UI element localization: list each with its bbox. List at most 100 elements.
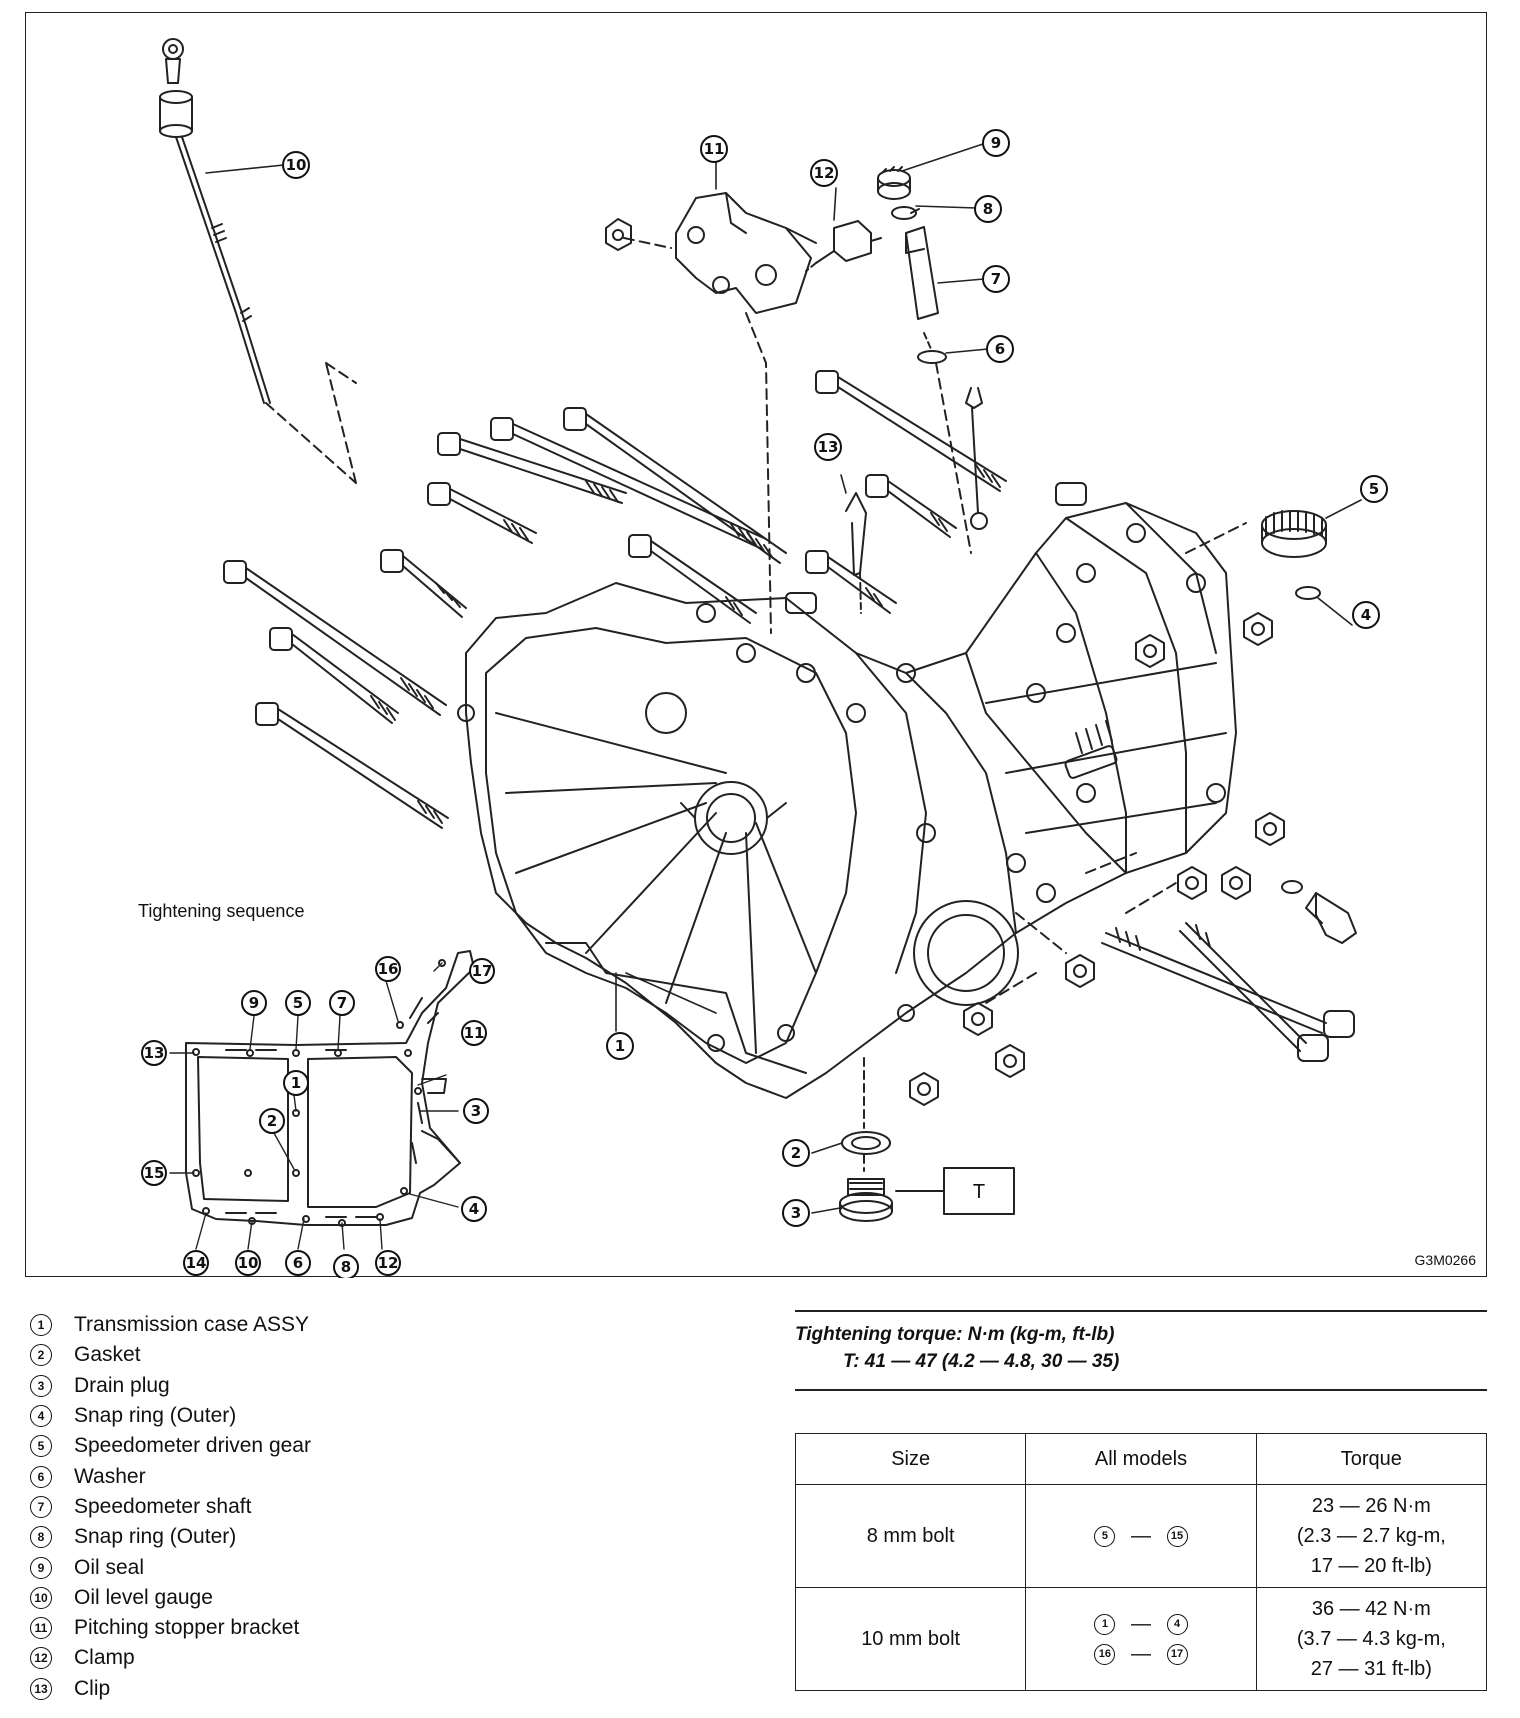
sequence-number-callout-circle	[285, 990, 311, 1016]
sequence-number-callout: 2	[267, 1112, 277, 1130]
range-end-number: 15	[1166, 1526, 1188, 1548]
legend-number: 9	[30, 1556, 52, 1579]
legend-number: 11	[30, 1617, 52, 1640]
part-number-callout: 11	[704, 140, 725, 158]
part-number-callout-circle	[810, 159, 838, 187]
sequence-number-callout: 13	[144, 1044, 165, 1062]
part-number-callout: 3	[791, 1204, 801, 1222]
legend-label: Pitching stopper bracket	[74, 1616, 300, 1640]
range-start-number: 1	[1094, 1614, 1116, 1636]
table-row: 10 mm bolt 1 — 4 16 — 17 36 — 42 N·m (3.…	[794, 1587, 1488, 1691]
torque-t-value-line: T: 41 — 47 (4.2 — 4.8, 30 — 35)	[843, 1351, 1120, 1372]
sequence-number-callout-circle	[333, 1254, 359, 1278]
range-start-number: 16	[1094, 1644, 1116, 1666]
leader-lines	[205, 142, 1362, 1214]
tightening-torque-note: Tightening torque: N·m (kg-m, ft-lb) T: …	[795, 1310, 1487, 1391]
torque-t-box-label: T	[973, 1181, 985, 1203]
legend-label: Washer	[74, 1464, 146, 1488]
sequence-number-callout: 1	[291, 1074, 301, 1092]
legend-number: 3	[30, 1374, 52, 1397]
part-number-callout: 7	[991, 270, 1001, 288]
nuts-and-bolts-right	[909, 612, 1357, 1106]
part-number-callout-circle	[782, 1139, 810, 1167]
part-number-callout-circle	[282, 151, 310, 179]
range-start-number: 5	[1094, 1526, 1116, 1548]
legend-label: Oil seal	[74, 1555, 145, 1579]
part-number-callout-circle	[782, 1199, 810, 1227]
transmission-case-drawing	[457, 482, 1237, 1099]
legend-label: Transmission case ASSY	[74, 1313, 309, 1337]
part-number-callout: 4	[1361, 606, 1371, 624]
tightening-sequence-drawing	[169, 950, 475, 1250]
speedometer-shaft-assembly-drawing	[877, 166, 988, 554]
sequence-number-callout-circle	[283, 1070, 309, 1096]
part-number-callout: 6	[995, 340, 1005, 358]
note-bottom-rule	[795, 1389, 1487, 1391]
drain-plug-drawing	[839, 1057, 1015, 1222]
sequence-number-callout: 15	[144, 1164, 165, 1182]
part-number-callout-circle	[606, 1032, 634, 1060]
sequence-number-callout: 7	[337, 994, 347, 1012]
sequence-number-callout-circle	[469, 958, 495, 984]
part-number-callout-circle	[814, 433, 842, 461]
range-end-number: 17	[1166, 1644, 1188, 1666]
oil-level-gauge-drawing	[159, 38, 357, 484]
sequence-number-callout-circle	[259, 1108, 285, 1134]
part-number-callout-circle	[974, 195, 1002, 223]
legend-label: Clamp	[74, 1646, 135, 1670]
torque-ftlb: 17 — 20 ft-lb)	[1310, 1555, 1432, 1577]
part-number-callout: 12	[814, 164, 835, 182]
table-header-row: Size All models Torque	[794, 1433, 1488, 1485]
torque-table: Size All models Torque 8 mm bolt 5 — 15 …	[794, 1433, 1488, 1691]
sequence-number-callout-circle	[375, 1250, 401, 1276]
legend-number: 13	[30, 1677, 52, 1700]
legend-label: Clip	[74, 1676, 111, 1700]
part-number-callout-circle	[982, 129, 1010, 157]
part-number-callout: 8	[983, 200, 993, 218]
legend-label: Speedometer shaft	[74, 1494, 252, 1518]
long-bolts-left	[223, 370, 1007, 829]
sequence-number-callout-circle	[461, 1020, 487, 1046]
diagram-code: G3M0266	[1414, 1252, 1476, 1268]
sequence-number-callout: 5	[293, 994, 303, 1012]
legend-number: 8	[30, 1526, 52, 1549]
legend-label: Snap ring (Outer)	[74, 1525, 237, 1549]
legend-item: 8 Snap ring (Outer)	[30, 1522, 311, 1552]
legend-item: 12 Clamp	[30, 1643, 311, 1673]
header-torque: Torque	[1255, 1433, 1488, 1485]
torque-nm: 23 — 26 N·m	[1311, 1495, 1431, 1517]
cell-bolt-range: 1 — 4 16 — 17	[1025, 1587, 1257, 1691]
sequence-number-callout: 17	[472, 962, 493, 980]
sequence-number-callout-circle	[329, 990, 355, 1016]
range-end-number: 4	[1166, 1614, 1188, 1636]
sequence-number-callout: 9	[249, 994, 259, 1012]
sequence-number-callout: 4	[469, 1200, 479, 1218]
legend-label: Snap ring (Outer)	[74, 1404, 237, 1428]
legend-number: 12	[30, 1647, 52, 1670]
legend-item: 11 Pitching stopper bracket	[30, 1613, 311, 1643]
sequence-number-callout-circle	[375, 956, 401, 982]
sequence-number-callout-circle	[241, 990, 267, 1016]
sequence-number-callout-circle	[463, 1098, 489, 1124]
sequence-number-callout: 14	[186, 1254, 207, 1272]
header-all-models: All models	[1025, 1433, 1257, 1485]
torque-ftlb: 27 — 31 ft-lb)	[1310, 1658, 1432, 1680]
legend-label: Oil level gauge	[74, 1585, 213, 1609]
torque-kgm: (3.7 — 4.3 kg-m,	[1296, 1628, 1446, 1650]
sequence-number-callout: 3	[471, 1102, 481, 1120]
sequence-number-callout: 8	[341, 1258, 351, 1276]
torque-nm: 36 — 42 N·m	[1311, 1598, 1431, 1620]
diagram-drawing: 10111298761354123T9571617131113215414106…	[141, 38, 1388, 1278]
legend-item: 1 Transmission case ASSY	[30, 1310, 311, 1340]
cell-size: 8 mm bolt	[794, 1484, 1027, 1588]
cell-torque: 36 — 42 N·m (3.7 — 4.3 kg-m, 27 — 31 ft-…	[1255, 1587, 1488, 1691]
header-size: Size	[794, 1433, 1027, 1485]
sequence-number-callout: 12	[378, 1254, 399, 1272]
sequence-number-callout-circle	[235, 1250, 261, 1276]
part-number-callout-circle	[700, 135, 728, 163]
legend-number: 1	[30, 1314, 52, 1337]
